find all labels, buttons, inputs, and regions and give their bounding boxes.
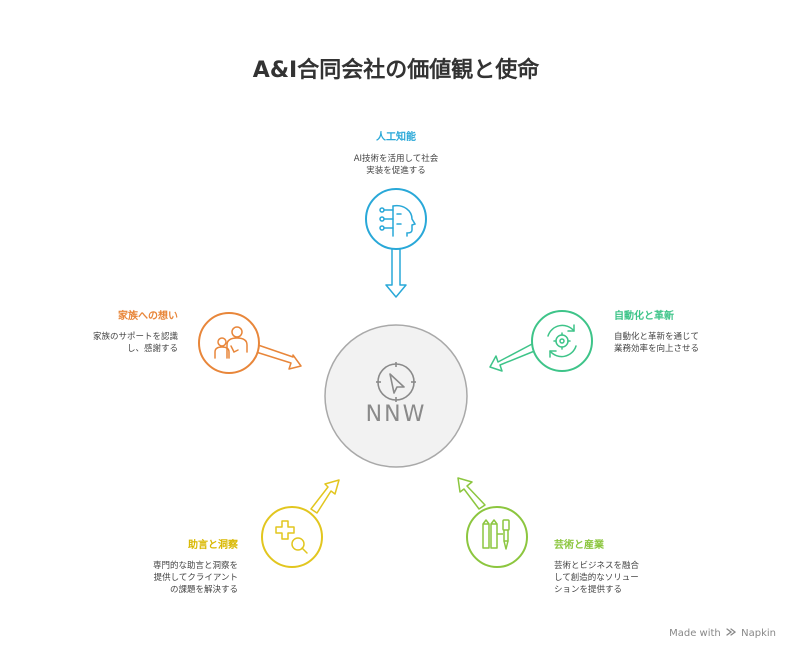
ai-node — [365, 188, 427, 298]
advice-desc-line: の課題を解決する — [169, 585, 238, 595]
medical-search-icon — [275, 520, 308, 554]
family-desc-line: し、感謝する — [126, 344, 178, 354]
automation-desc-line: 業務効率を向上させる — [614, 344, 700, 354]
automation-arrow — [489, 342, 538, 372]
advice-desc-line: 提供してクライアント — [153, 573, 238, 583]
family-title: 家族への想い — [118, 311, 178, 322]
advice-node — [261, 479, 340, 568]
arts-desc-line: ションを提供する — [554, 585, 623, 595]
center-circle — [324, 324, 468, 468]
advice-title: 助言と洞察 — [188, 540, 238, 551]
ai-head-icon — [379, 204, 417, 237]
automation-title: 自動化と革新 — [614, 311, 674, 322]
ai-desc-line: AI技術を活用して社会 — [353, 154, 439, 164]
ai-arrow — [385, 244, 407, 298]
napkin-logo-icon — [726, 628, 737, 636]
advice-desc-line: 専門的な助言と洞察を — [152, 561, 238, 571]
automation-desc-line: 自動化と革新を通じて — [614, 332, 700, 342]
arts-desc-line: して創造的なソリュー — [554, 573, 639, 583]
watermark-brand: Napkin — [741, 628, 776, 639]
arts-arrow — [457, 477, 486, 510]
ai-title: 人工知能 — [376, 132, 416, 143]
arts-title: 芸術と産業 — [554, 540, 604, 551]
watermark[interactable]: Made with Napkin — [669, 627, 776, 639]
advice-description: 専門的な助言と洞察を 提供してクライアント の課題を解決する — [100, 560, 238, 596]
automation-node — [489, 310, 593, 372]
family-icon — [214, 326, 248, 359]
arts-desc-line: 芸術とビジネスを融合 — [554, 561, 640, 571]
compass-icon — [376, 362, 416, 402]
advice-arrow — [310, 479, 340, 514]
ai-desc-line: 実装を促進する — [366, 166, 426, 176]
refresh-gear-icon — [547, 324, 577, 358]
family-description: 家族のサポートを認識 し、感謝する — [40, 331, 178, 355]
arts-description: 芸術とビジネスを融合 して創造的なソリュー ションを提供する — [554, 560, 639, 596]
family-node — [198, 312, 302, 374]
ai-description: AI技術を活用して社会 実装を促進する — [296, 153, 496, 177]
watermark-text: Made with — [669, 628, 721, 639]
paint-factory-icon — [482, 519, 510, 550]
family-arrow — [255, 344, 302, 370]
arts-node — [457, 477, 528, 568]
family-desc-line: 家族のサポートを認識 — [92, 332, 178, 342]
center-label: NNW — [365, 402, 427, 427]
page-title: A&I合同会社の価値観と使命 — [252, 58, 540, 83]
automation-description: 自動化と革新を通じて 業務効率を向上させる — [614, 331, 699, 355]
